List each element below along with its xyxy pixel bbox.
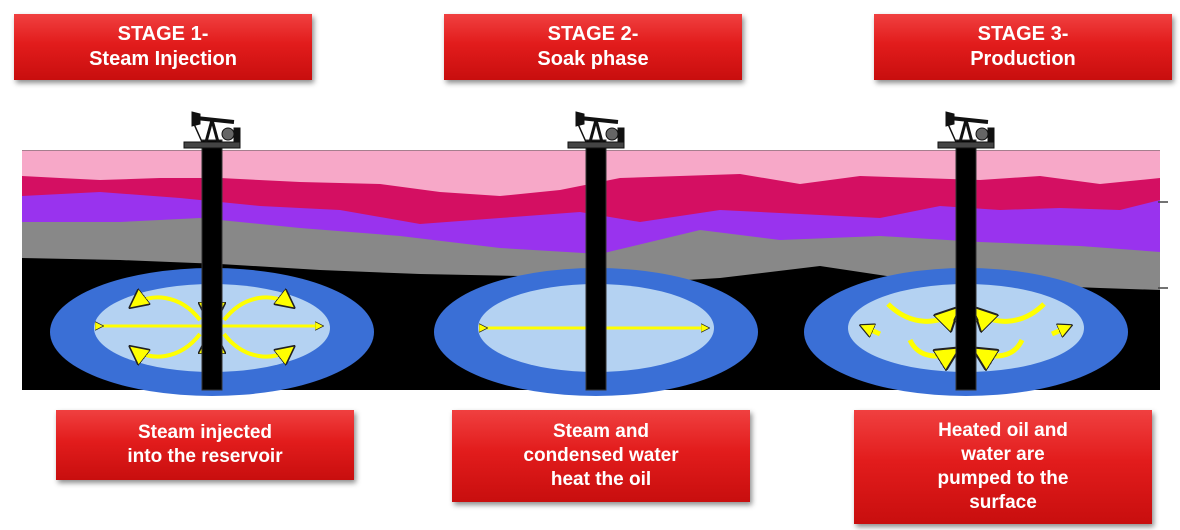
stage-3-description-box: Heated oil and water are pumped to the s… [854,410,1152,524]
wellbore-2 [585,139,607,391]
stage-3-title-box: STAGE 3- Production [874,14,1172,80]
stage-3-subtitle: Production [970,48,1076,70]
stage-1-subtitle: Steam Injection [89,48,237,70]
pumpjack-icon [937,111,995,149]
wellbore-3 [955,139,977,391]
pumpjack-icon [183,111,241,149]
stage-3-title: STAGE 3- [977,23,1069,45]
stage-2-description: Steam and condensed water heat the oil [523,421,679,490]
stage-1-title-box: STAGE 1- Steam Injection [14,14,312,80]
stage-3-description: Heated oil and water are pumped to the s… [937,420,1069,513]
wellbore-1 [201,139,223,391]
stage-1-title: STAGE 1- [117,23,209,45]
stage-2-description-box: Steam and condensed water heat the oil [452,410,750,502]
stage-1-description-box: Steam injected into the reservoir [56,410,354,480]
stage-2-title: STAGE 2- [547,23,639,45]
pumpjack-icon [567,111,625,149]
stage-2-title-box: STAGE 2- Soak phase [444,14,742,80]
stage-2-subtitle: Soak phase [537,48,649,70]
stage-1-description: Steam injected into the reservoir [127,422,283,467]
